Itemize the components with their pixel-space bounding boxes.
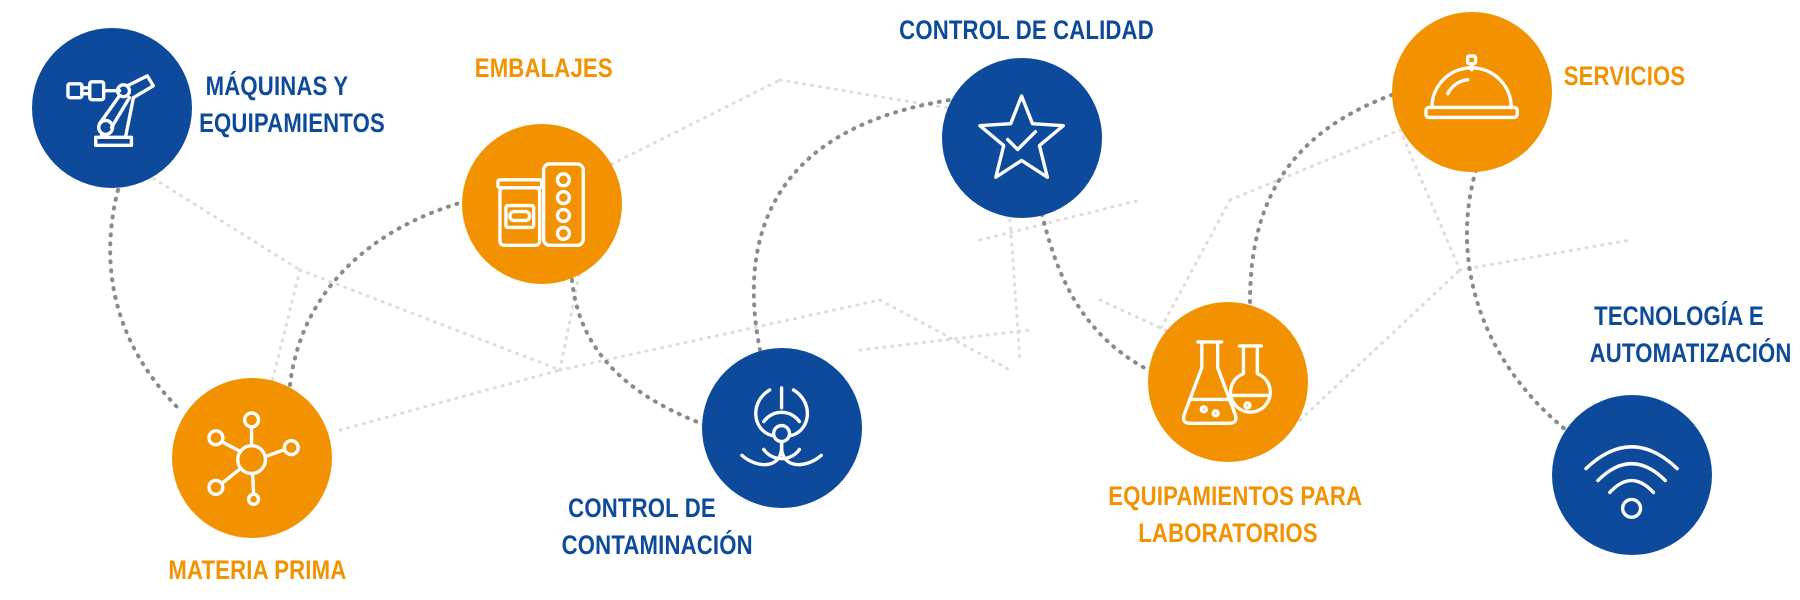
mesh-line-9 (858, 328, 1032, 352)
connector-5 (1040, 212, 1154, 374)
mesh-line-8 (1008, 218, 1022, 362)
mesh-line-6 (558, 298, 882, 372)
connector-4 (751, 98, 952, 352)
mesh-line-17 (558, 268, 582, 372)
cloche-icon (1424, 54, 1520, 120)
robot-arm-icon (66, 74, 156, 148)
mesh-line-3 (268, 268, 302, 392)
node-laboratorios (1148, 302, 1308, 462)
mesh-line-13 (1458, 238, 1632, 272)
mesh-line-2 (298, 268, 562, 372)
pill-packaging-icon (496, 162, 586, 248)
mesh-line-4 (538, 78, 782, 202)
connector-1 (108, 188, 182, 412)
mesh-line-1 (138, 168, 302, 272)
node-calidad (942, 58, 1102, 218)
mesh-line-15 (1158, 198, 1232, 332)
molecule-icon (207, 411, 301, 507)
node-tecnologia (1552, 395, 1712, 555)
mesh-line-16 (338, 368, 562, 432)
wifi-icon (1584, 445, 1680, 520)
connector-7 (1464, 168, 1568, 432)
mesh-line-18 (978, 198, 1142, 242)
lab-flasks-icon (1182, 340, 1273, 426)
mesh-line-12 (1398, 128, 1462, 272)
connector-2 (288, 198, 472, 387)
mesh-line-7 (878, 298, 1012, 372)
node-servicios (1392, 12, 1552, 172)
mesh-line-5 (778, 78, 962, 112)
star-check-icon (978, 94, 1066, 180)
node-maquinas (32, 28, 192, 188)
connector-6 (1248, 90, 1402, 304)
label-servicios: SERVICIOS (1563, 61, 1686, 91)
connector-3 (570, 278, 707, 427)
biohazard-icon (740, 386, 824, 467)
mesh-line-11 (1228, 128, 1402, 202)
label-calidad: CONTROL DE CALIDAD (899, 15, 1154, 45)
node-embalajes (462, 124, 622, 284)
label-materia: MATERIA PRIMA (168, 555, 347, 585)
node-contaminacion (702, 348, 862, 508)
mesh-line-14 (1298, 268, 1462, 422)
label-embalajes: EMBALAJES (474, 53, 613, 83)
node-materia (172, 378, 332, 538)
